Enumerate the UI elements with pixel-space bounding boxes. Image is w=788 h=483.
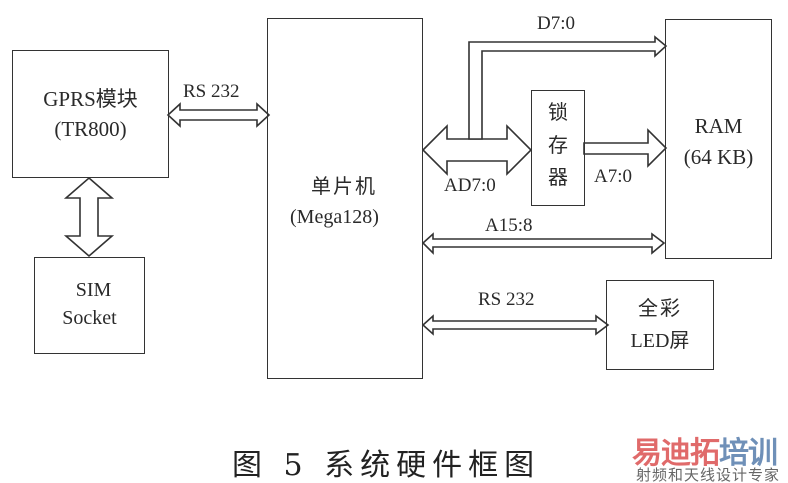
ram-size: (64 KB) — [683, 145, 754, 169]
arrow-d7-0 — [468, 35, 668, 140]
signal-a15-8: A15:8 — [485, 215, 533, 236]
led-label-2: LED屏 — [630, 330, 690, 352]
arrow-mcu-led — [421, 314, 610, 336]
gprs-module-block: GPRS模块 (TR800) — [12, 50, 169, 178]
gprs-module-label: GPRS模块 — [43, 87, 138, 111]
arrow-a15-8 — [421, 232, 666, 255]
gprs-module-model: (TR800) — [54, 117, 127, 141]
watermark-part2: 培训 — [719, 436, 778, 471]
signal-a7-0: A7:0 — [594, 166, 632, 187]
arrow-gprs-mcu — [166, 102, 271, 128]
sim-label: SIM — [75, 279, 112, 301]
sim-socket-block: SIM Socket — [34, 257, 145, 354]
signal-ad7-0: AD7:0 — [444, 175, 496, 196]
arrow-latch-ram — [583, 128, 668, 168]
signal-rs232-gprs: RS 232 — [183, 81, 240, 102]
ram-block: RAM (64 KB) — [665, 19, 772, 259]
latch-char-1: 锁 — [548, 102, 568, 124]
arrow-gprs-sim — [63, 176, 115, 258]
mcu-block: 单片机 (Mega128) — [267, 18, 423, 379]
signal-d7-0: D7:0 — [537, 13, 575, 34]
signal-rs232-led: RS 232 — [478, 289, 535, 310]
led-label-1: 全彩 — [638, 298, 682, 320]
led-screen-block: 全彩 LED屏 — [606, 280, 714, 370]
latch-char-3: 器 — [548, 167, 568, 189]
watermark-part1: 易迪拓 — [632, 436, 720, 471]
latch-char-2: 存 — [548, 135, 568, 157]
watermark-subtitle: 射频和天线设计专家 — [636, 466, 781, 483]
mcu-label: 单片机 — [311, 176, 377, 198]
ram-label: RAM — [694, 114, 743, 138]
figure-caption: 图 5 系统硬件框图 — [232, 448, 541, 483]
mcu-model: (Mega128) — [290, 206, 379, 228]
socket-label: Socket — [62, 307, 117, 329]
latch-block: 锁 存 器 — [531, 90, 585, 206]
watermark-logo: 易迪拓培训 — [632, 428, 778, 472]
